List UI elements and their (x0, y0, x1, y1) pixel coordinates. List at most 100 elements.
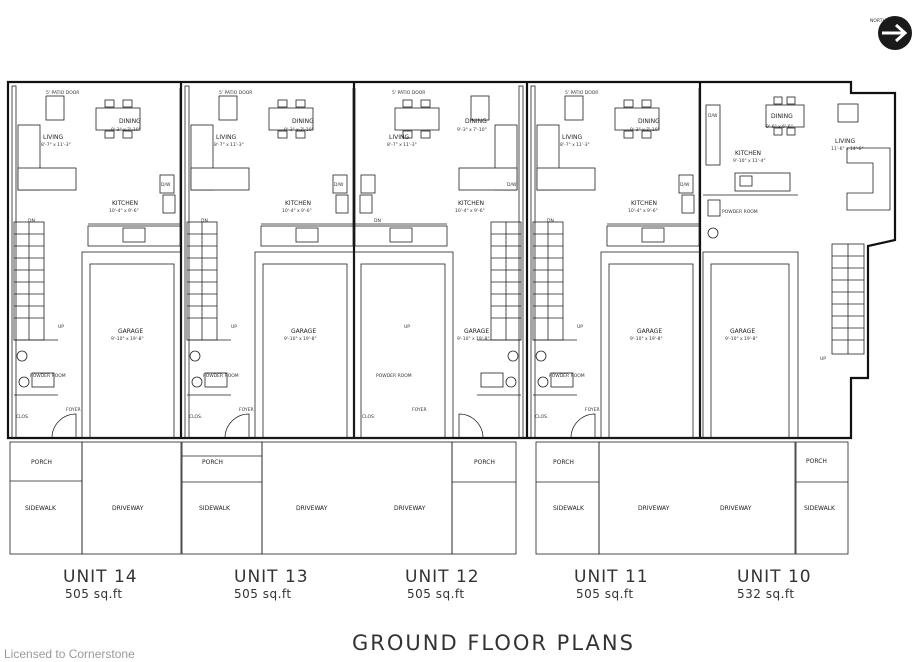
room-label-dining: DINING (638, 118, 660, 125)
room-label-up: UP (58, 324, 64, 330)
driveway-label: DRIVEWAY (720, 505, 752, 512)
room-label-kitchen: KITCHEN (458, 200, 484, 207)
room-label-foyer: FOYER (585, 407, 600, 413)
unit-name: UNIT 13 (234, 567, 309, 587)
room-label-living: LIVING (562, 134, 582, 141)
unit-name: UNIT 11 (574, 567, 649, 587)
watermark: Licensed to Cornerstone (4, 647, 135, 661)
room-label-patio: 5' PATIO DOOR (219, 90, 252, 96)
room-label-garage-dim: 9'-10" x 19'-8" (111, 336, 144, 342)
unit-10-garage-dim: 9'-10" x 19'-8" (725, 336, 758, 342)
room-label-kitchen-dim: 10'-4" x 9'-6" (109, 208, 139, 214)
room-label-garage: GARAGE (118, 328, 143, 335)
room-label-foyer: FOYER (239, 407, 254, 413)
unit-10-kitchen-label: KITCHEN (735, 150, 761, 157)
room-label-living: LIVING (43, 134, 63, 141)
room-label-dn: DN (547, 218, 554, 224)
unit-10-living-label: LIVING (835, 138, 855, 145)
unit-10-up-label: UP (820, 356, 826, 362)
unit-layout (530, 85, 701, 439)
site-strip: PORCH SIDEWALK DRIVEWAY PORCH SIDEWALK D… (9, 441, 849, 555)
room-label-up: UP (231, 324, 237, 330)
room-label-dw: D/W (680, 182, 690, 188)
room-label-kitchen-dim: 10'-4" x 9'-6" (455, 208, 485, 214)
room-label-dining: DINING (292, 118, 314, 125)
room-label-living: LIVING (216, 134, 236, 141)
room-label-dw: D/W (334, 182, 344, 188)
unit-10-living-dim: 11'-6" x 14'-6" (831, 146, 864, 152)
unit-name: UNIT 14 (63, 567, 138, 587)
unit-area: 505 sq.ft (576, 587, 634, 601)
room-label-dining-dim: 9'-3" x 7'-10" (284, 127, 314, 133)
room-label-dw: D/W (161, 182, 171, 188)
room-label-dn: DN (28, 218, 35, 224)
room-label-living-dim: 8'-7" x 11'-3" (387, 142, 417, 148)
room-label-living-dim: 8'-7" x 11'-3" (214, 142, 244, 148)
unit-layout (184, 85, 355, 439)
room-label-clos: CLOS. (535, 414, 548, 420)
unit-10-layout: DINING 9'-6" x 6'-6" LIVING 11'-6" x 14'… (702, 96, 891, 439)
porch-label: PORCH (202, 459, 223, 466)
unit-area: 505 sq.ft (234, 587, 292, 601)
unit-10-garage-label: GARAGE (730, 328, 755, 335)
room-label-garage: GARAGE (291, 328, 316, 335)
room-label-kitchen-dim: 10'-4" x 9'-6" (282, 208, 312, 214)
unit-layout (353, 85, 524, 439)
room-label-garage-dim: 9'-10" x 19'-8" (457, 336, 490, 342)
unit-area: 505 sq.ft (407, 587, 465, 601)
room-label-dw: D/W (507, 182, 517, 188)
unit-name: UNIT 10 (737, 567, 812, 587)
room-label-dn: DN (374, 218, 381, 224)
room-label-living-dim: 8'-7" x 11'-3" (560, 142, 590, 148)
driveway-label: DRIVEWAY (394, 505, 426, 512)
driveway-label: DRIVEWAY (296, 505, 328, 512)
unit-10-dining-dim: 9'-6" x 6'-6" (766, 124, 793, 130)
unit-10-powder-label: POWDER ROOM (722, 209, 758, 215)
room-label-patio: 5' PATIO DOOR (46, 90, 79, 96)
sidewalk-label: SIDEWALK (553, 505, 585, 512)
unit-area: 532 sq.ft (737, 587, 795, 601)
sidewalk-label: SIDEWALK (804, 505, 836, 512)
driveway-label: DRIVEWAY (638, 505, 670, 512)
porch-label: PORCH (31, 459, 52, 466)
room-label-powder: POWDER ROOM (30, 373, 66, 379)
room-label-patio: 5' PATIO DOOR (565, 90, 598, 96)
unit-area: 505 sq.ft (65, 587, 123, 601)
compass-label: NORTH (870, 18, 886, 24)
unit-10-dw-label: D/W (708, 113, 718, 119)
room-label-kitchen: KITCHEN (631, 200, 657, 207)
room-label-foyer: FOYER (66, 407, 81, 413)
unit-name: UNIT 12 (405, 567, 480, 587)
room-label-kitchen-dim: 10'-4" x 9'-6" (628, 208, 658, 214)
porch-label: PORCH (806, 458, 827, 465)
north-arrow-icon: NORTH (870, 16, 912, 50)
room-label-dining: DINING (465, 118, 487, 125)
porch-label: PORCH (474, 459, 495, 466)
room-label-dining: DINING (119, 118, 141, 125)
room-label-dining-dim: 9'-3" x 7'-10" (457, 127, 487, 133)
room-label-clos: CLOS. (189, 414, 202, 420)
unit-10-dining-label: DINING (771, 113, 793, 120)
room-label-up: UP (577, 324, 583, 330)
room-label-garage: GARAGE (637, 328, 662, 335)
room-label-garage-dim: 9'-10" x 19'-8" (284, 336, 317, 342)
room-label-living-dim: 8'-7" x 11'-3" (41, 142, 71, 148)
room-label-dining-dim: 9'-3" x 7'-10" (111, 127, 141, 133)
room-label-powder: POWDER ROOM (376, 373, 412, 379)
room-label-kitchen: KITCHEN (285, 200, 311, 207)
room-label-foyer: FOYER (412, 407, 427, 413)
room-label-clos: CLOS. (362, 414, 375, 420)
porch-label: PORCH (553, 459, 574, 466)
room-label-dining-dim: 9'-3" x 7'-10" (630, 127, 660, 133)
unit-captions: UNIT 14 505 sq.ft UNIT 13 505 sq.ft UNIT… (63, 567, 812, 601)
sidewalk-label: SIDEWALK (25, 505, 57, 512)
room-label-living: LIVING (389, 134, 409, 141)
unit-layout (11, 85, 182, 439)
plan-title: GROUND FLOOR PLANS (352, 631, 635, 655)
driveway-label: DRIVEWAY (112, 505, 144, 512)
room-label-up: UP (404, 324, 410, 330)
room-label-garage-dim: 9'-10" x 19'-8" (630, 336, 663, 342)
room-label-powder: POWDER ROOM (549, 373, 585, 379)
room-label-dn: DN (201, 218, 208, 224)
